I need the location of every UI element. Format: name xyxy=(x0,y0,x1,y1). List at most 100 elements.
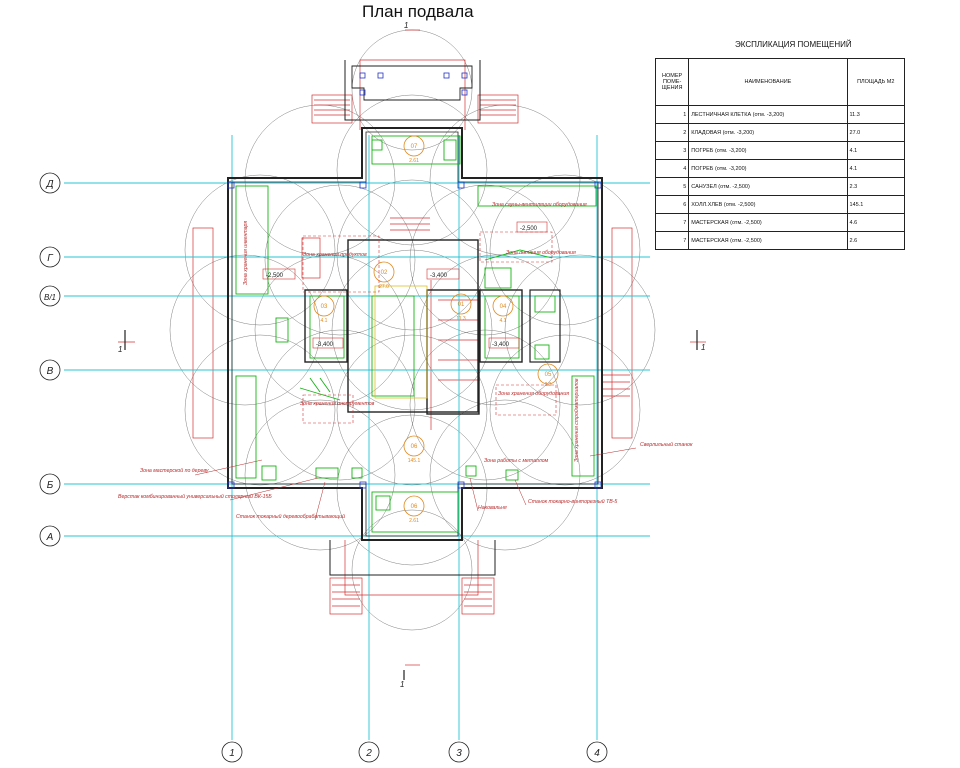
explication-table: НОМЕР ПОМЕ-ЩЕНИЯ НАИМЕНОВАНИЕ ПЛОЩАДЬ М2… xyxy=(654,58,906,250)
annotation: Сверлильный станок xyxy=(640,441,693,448)
row-area: 27.0 xyxy=(846,123,906,142)
room-num: 06 xyxy=(411,444,418,450)
annotation: Зона хранения оборудования xyxy=(498,391,569,397)
header-area: ПЛОЩАДЬ М2 xyxy=(846,58,906,106)
room-num: 02 xyxy=(381,270,388,276)
level-tags xyxy=(262,221,548,349)
header-name: НАИМЕНОВАНИЕ xyxy=(688,58,848,106)
header-number: НОМЕР ПОМЕ-ЩЕНИЯ xyxy=(654,58,690,106)
annotation: Зона хранения продуктов xyxy=(303,252,367,258)
row-number: 1 xyxy=(654,105,690,124)
level-3: -3,400 xyxy=(430,273,448,279)
table-row: 5 САНУЗЕЛ (отм. -2,500) 2.3 xyxy=(654,177,906,196)
room-area: 2.61 xyxy=(409,158,419,164)
annotation: Верстак комбинированный универсальный ст… xyxy=(118,493,272,500)
annotation: Станок токарно-винторезный ТВ-5 xyxy=(528,498,617,505)
explication-header: НОМЕР ПОМЕ-ЩЕНИЯ НАИМЕНОВАНИЕ ПЛОЩАДЬ М2 xyxy=(654,58,906,106)
table-row: 2 КЛАДОВАЯ (отм. -3,200) 27.0 xyxy=(654,123,906,142)
table-row: 7 МАСТЕРСКАЯ (отм. -2,500) 4.6 xyxy=(654,213,906,232)
row-area: 145.1 xyxy=(846,195,906,214)
row-number: 7 xyxy=(654,213,690,232)
explication-title: ЭКСПЛИКАЦИЯ ПОМЕЩЕНИЙ xyxy=(735,40,852,49)
axis-label-number: 1 xyxy=(229,748,235,759)
axis-label-letter: А xyxy=(46,532,54,543)
section-mark: 1 xyxy=(400,680,404,689)
row-number: 3 xyxy=(654,141,690,160)
level-1: -2,500 xyxy=(266,273,284,279)
row-number: 6 xyxy=(654,195,690,214)
room-num: 06 xyxy=(411,504,418,510)
level-4: -3,400 xyxy=(316,342,334,348)
section-mark: 1 xyxy=(701,343,705,352)
annotation: Зона хранения инвентаря xyxy=(243,221,249,285)
annotations: Зона сауны-вентиляции оборудования Зона … xyxy=(118,202,693,520)
grid-axes xyxy=(64,135,650,740)
columns xyxy=(227,72,602,489)
row-area: 2.3 xyxy=(846,177,906,196)
row-area: 4.1 xyxy=(846,159,906,178)
room-area: 27.0 xyxy=(379,284,389,290)
axis-label-letter: Г xyxy=(47,253,54,264)
axis-label-number: 4 xyxy=(594,748,600,759)
page-title: План подвала xyxy=(362,2,474,21)
walls xyxy=(227,60,603,576)
table-row: 6 ХОЛЛ.ХЛЕВ (отм. -2,500) 145.1 xyxy=(654,195,906,214)
table-row: 4 ПОГРЕБ (отм. -3,200) 4.1 xyxy=(654,159,906,178)
axis-label-letter: Д xyxy=(45,179,53,190)
row-name: САНУЗЕЛ (отм. -2,500) xyxy=(688,177,848,196)
row-number: 7 xyxy=(654,231,690,250)
terraces-and-stairs xyxy=(118,29,706,666)
row-name: МАСТЕРСКАЯ (отм. -2,500) xyxy=(688,213,848,232)
row-name: КЛАДОВАЯ (отм. -3,200) xyxy=(688,123,848,142)
row-area: 4.6 xyxy=(846,213,906,232)
axis-label-letter: Б xyxy=(47,480,54,491)
axis-bubbles xyxy=(39,172,608,763)
row-area: 4.1 xyxy=(846,141,906,160)
rose-circle-pattern xyxy=(169,29,656,631)
annotation: Зона мастерской по дереву xyxy=(140,467,209,474)
row-area: 11.3 xyxy=(846,105,906,124)
axis-labels: Д Г В/1 В Б А 1 2 3 4 xyxy=(44,179,600,759)
room-area: 4.1 xyxy=(321,318,328,324)
room-boundaries xyxy=(302,231,557,424)
level-5: -3,400 xyxy=(492,342,510,348)
level-values: -2,500 -2,500 -3,400 -3,400 -3,400 xyxy=(266,226,538,348)
room-num: 01 xyxy=(458,302,465,308)
table-row: 3 ПОГРЕБ (отм. -3,200) 4.1 xyxy=(654,141,906,160)
annotation: Зона сауны-вентиляции оборудования xyxy=(492,202,587,208)
row-name: ХОЛЛ.ХЛЕВ (отм. -2,500) xyxy=(688,195,848,214)
room-num: 05 xyxy=(545,372,552,378)
annotation: Зона хранения инструментов xyxy=(300,401,375,407)
room-area: 4.1 xyxy=(500,318,507,324)
row-area: 2.6 xyxy=(846,231,906,250)
section-mark: 1 xyxy=(118,345,122,354)
room-area: 11.3 xyxy=(456,316,466,322)
leader-lines xyxy=(194,447,637,521)
room-num: 03 xyxy=(321,304,328,310)
section-marks: 1 1 1 1 xyxy=(118,21,705,689)
row-number: 5 xyxy=(654,177,690,196)
table-row: 1 ЛЕСТНИЧНАЯ КЛЕТКА (отм. -3,200) 11.3 xyxy=(654,105,906,124)
annotation: Наковальня xyxy=(478,505,507,511)
room-area: 2.61 xyxy=(409,518,419,524)
table-row: 7 МАСТЕРСКАЯ (отм. -2,500) 2.6 xyxy=(654,231,906,250)
row-number: 4 xyxy=(654,159,690,178)
level-2: -2,500 xyxy=(520,226,538,232)
row-number: 2 xyxy=(654,123,690,142)
room-area: 2.3 xyxy=(545,382,552,388)
room-labels: 07 2.61 02 27.0 01 11.3 03 4.1 04 4.1 05… xyxy=(321,144,552,524)
axis-label-number: 2 xyxy=(365,748,372,759)
row-name: ЛЕСТНИЧНАЯ КЛЕТКА (отм. -3,200) xyxy=(688,105,848,124)
row-name: ПОГРЕБ (отм. -3,200) xyxy=(688,159,848,178)
annotation: Станок токарный деревообрабатывающий xyxy=(236,513,345,520)
row-name: МАСТЕРСКАЯ (отм. -2,500) xyxy=(688,231,848,250)
room-tags xyxy=(313,135,559,517)
fixtures xyxy=(235,135,597,533)
room-area: 145.1 xyxy=(408,458,421,464)
annotation: Зона питания оборудования xyxy=(506,250,576,256)
annotation: Зона работы с металлом xyxy=(484,458,549,464)
section-mark: 1 xyxy=(404,21,408,30)
axis-label-letter: В/1 xyxy=(44,293,56,302)
axis-label-number: 3 xyxy=(456,748,462,759)
